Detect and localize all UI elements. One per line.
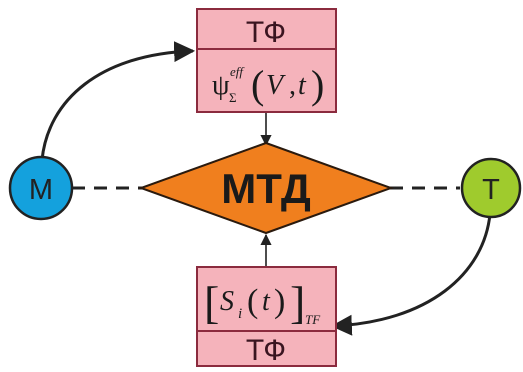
left-node: М (8, 155, 74, 221)
bottom-box-label: ТФ (246, 334, 286, 367)
bottom-box-formula: [ S i ( t ) ] TF (204, 277, 321, 328)
curved-arrow-m-to-top-box (40, 41, 196, 161)
right-node-label: Т (482, 174, 500, 206)
curved-arrow-t-to-bottom-box (330, 213, 492, 336)
bottom-box: [ S i ( t ) ] TF ТФ (196, 266, 337, 367)
right-node: Т (460, 157, 522, 219)
top-box: ТФ ψ eff Σ ( V , t ) (196, 8, 337, 113)
center-diamond: МТД (138, 141, 394, 235)
top-box-label: ТФ (246, 16, 286, 49)
left-node-label: М (29, 174, 53, 206)
top-box-formula: ψ eff Σ ( V , t ) (212, 62, 324, 107)
center-label: МТД (221, 165, 311, 212)
